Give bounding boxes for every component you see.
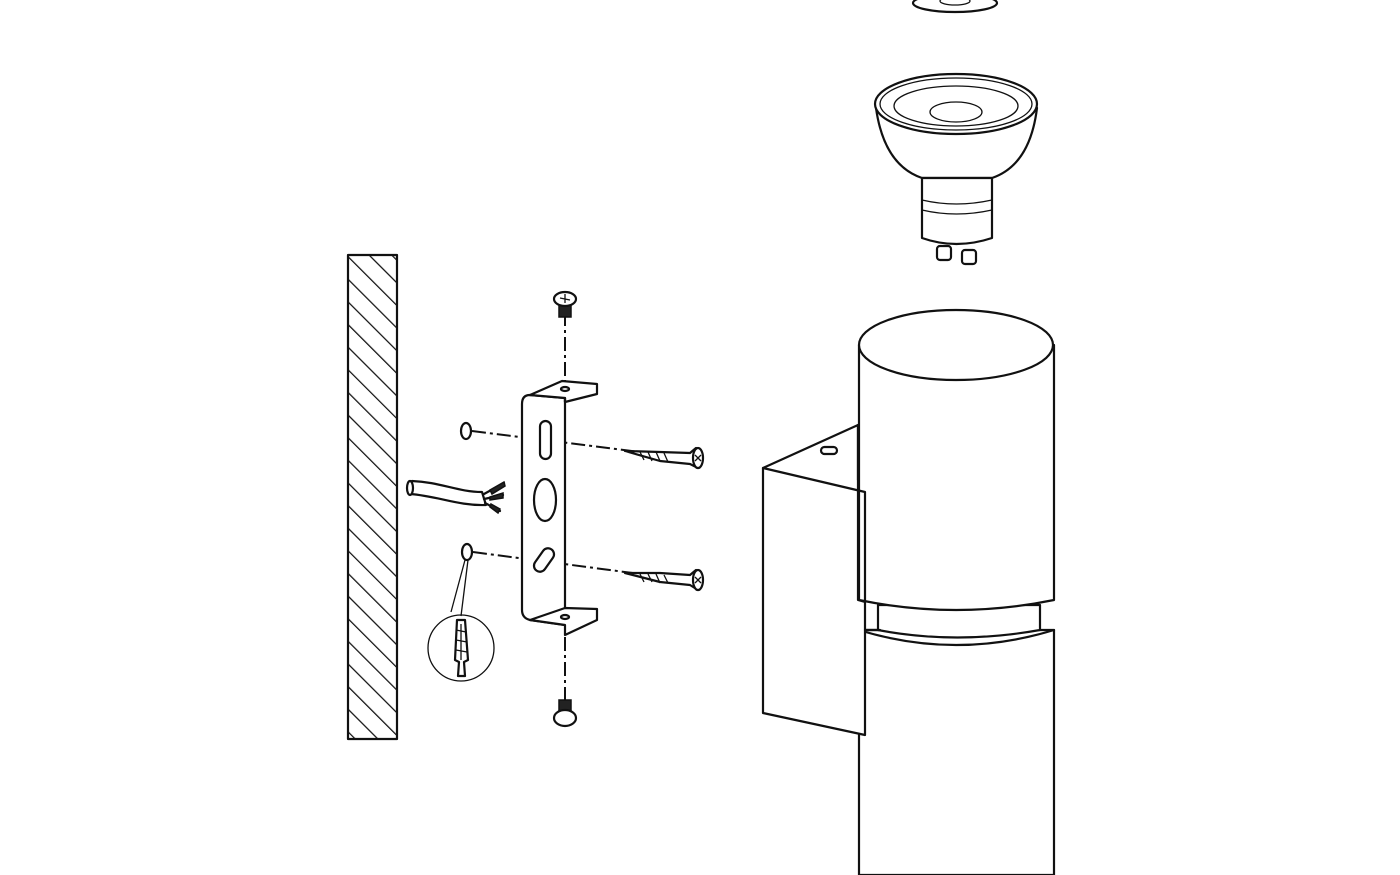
mounting-bracket (520, 379, 599, 637)
slot-bottom (532, 547, 556, 573)
bracket-screw-bottom (552, 699, 578, 728)
lamp-body (761, 308, 1056, 875)
wall-plug-top (459, 421, 473, 441)
slot-top (538, 419, 553, 461)
wood-screw-bottom (623, 568, 705, 592)
wall (346, 253, 399, 741)
wood-screw-top (623, 446, 705, 470)
cable (405, 479, 506, 515)
magnifier-detail (427, 614, 495, 682)
wall-plug-bottom (427, 542, 495, 682)
bracket-slot (819, 445, 839, 456)
gu10-bulb (873, 72, 1039, 266)
cable-hole (532, 477, 558, 523)
top-ring (911, 0, 999, 14)
bracket-screw-top (552, 290, 578, 318)
